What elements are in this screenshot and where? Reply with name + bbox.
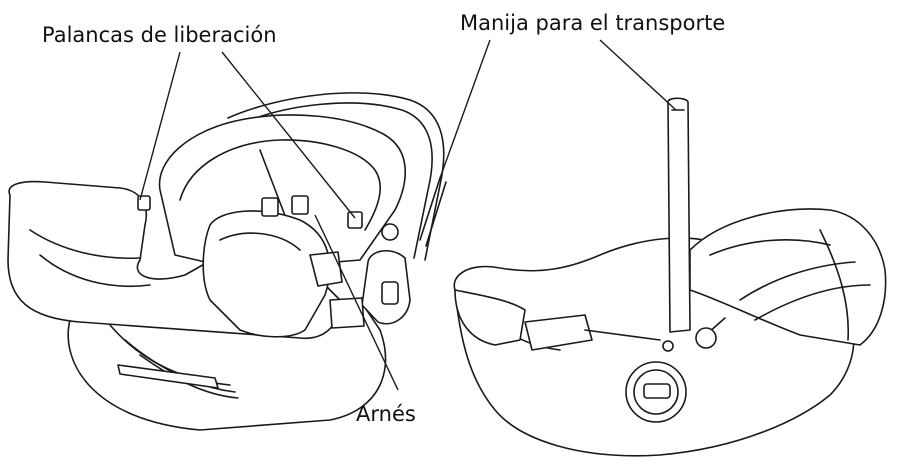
harness-label: Arnés (356, 402, 416, 426)
release-levers-label: Palancas de liberación (42, 23, 277, 47)
leader-lines (139, 39, 677, 391)
carry-handle-leader-1 (439, 39, 491, 179)
carry-handle-label: Manija para el transporte (460, 11, 725, 35)
side-view-car-seat (453, 97, 887, 457)
release-levers-leader-1 (139, 51, 181, 201)
front-view-car-seat (7, 92, 447, 431)
carry-handle-leader-2 (599, 39, 677, 111)
harness-leader (314, 214, 399, 391)
release-levers-leader-2 (221, 51, 356, 219)
